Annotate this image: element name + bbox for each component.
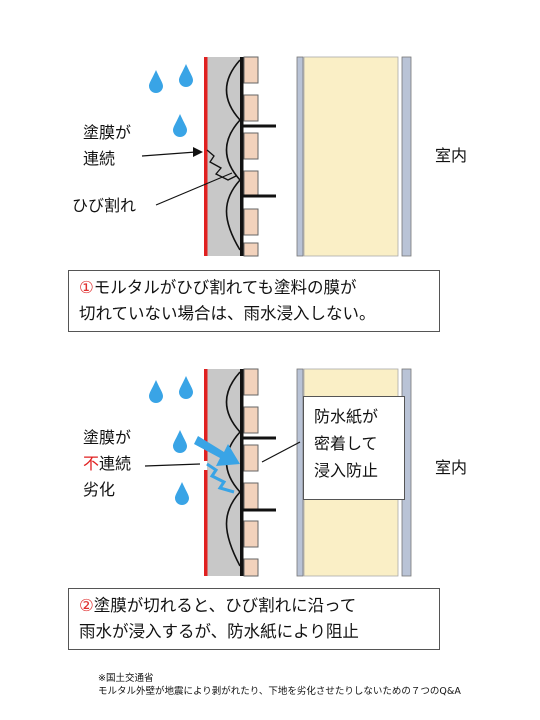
label-continuous: 連続 bbox=[83, 149, 116, 168]
waterproof-paper bbox=[240, 369, 244, 576]
note-line: 浸入防止 bbox=[314, 461, 379, 480]
water-path bbox=[206, 462, 235, 494]
caption-line: 塗膜が切れると、ひび割れに沿って bbox=[93, 596, 357, 615]
water-drop-icon bbox=[173, 114, 187, 137]
leader-coating bbox=[141, 151, 197, 157]
lath-boards bbox=[243, 56, 259, 257]
paint-coating bbox=[204, 470, 208, 576]
label-crack: ひび割れ bbox=[72, 196, 137, 215]
label-deteriorate: 劣化 bbox=[83, 480, 116, 499]
waterproof-note-box: 防水紙が 密着して 浸入防止 bbox=[303, 396, 405, 500]
paint-coating bbox=[204, 57, 208, 256]
caption-number: ② bbox=[79, 596, 94, 615]
footer-title: モルタル外壁が地震により剥がれたり、下地を劣化させたりしないための７つのQ&A bbox=[98, 686, 461, 697]
caption-number: ① bbox=[79, 278, 94, 297]
nails bbox=[240, 124, 276, 198]
water-drop-icon bbox=[179, 376, 193, 399]
water-drop-icon bbox=[175, 482, 189, 505]
arrowhead bbox=[193, 147, 203, 157]
caption-1: ①モルタルがひび割れても塗料の膜が 切れていない場合は、雨水浸入しない。 bbox=[68, 270, 440, 332]
waterproof-paper bbox=[240, 57, 244, 256]
caption-line: 雨水が浸入するが、防水紙により阻止 bbox=[79, 622, 359, 641]
label-coating: 塗膜が bbox=[83, 123, 132, 142]
water-drop-icon bbox=[149, 70, 163, 93]
insulation bbox=[303, 56, 399, 257]
footer-source: ※国土交通省 bbox=[98, 673, 154, 684]
nails bbox=[240, 436, 276, 512]
water-drops bbox=[149, 376, 193, 505]
leader-coating bbox=[144, 463, 201, 467]
diagram-intact-coating: 塗膜が 連続 ひび割れ 室内 ①モルタルがひび割れても塗料の膜が 切れていない場… bbox=[0, 0, 540, 332]
label-room: 室内 bbox=[435, 146, 468, 165]
leader-crack bbox=[155, 172, 233, 206]
water-drop-icon bbox=[179, 64, 193, 87]
lath-wire bbox=[225, 59, 242, 251]
diagram-broken-coating: 塗膜が 不連続 劣化 室内 防水紙が 密着して 浸入防止 ②塗膜が切れると、ひび… bbox=[0, 360, 540, 660]
paint-coating bbox=[204, 369, 208, 461]
water-drop-icon bbox=[149, 380, 163, 403]
interior-wallboard bbox=[401, 56, 412, 257]
source-footer: ※国土交通省 モルタル外壁が地震により剥がれたり、下地を劣化させたりしないための… bbox=[98, 672, 461, 698]
mortar-layer bbox=[207, 369, 240, 576]
label-continuous: 連続 bbox=[99, 454, 132, 473]
inner-board bbox=[296, 56, 304, 257]
note-line: 密着して bbox=[314, 434, 378, 453]
water-drop-icon bbox=[173, 430, 187, 453]
leader-paper bbox=[261, 441, 301, 463]
lath-wire bbox=[225, 371, 242, 567]
label-coating: 塗膜が bbox=[83, 428, 132, 447]
label-dis: 不 bbox=[83, 454, 100, 473]
water-entry-arrow bbox=[194, 436, 240, 466]
label-discontinuous: 不連続 bbox=[83, 452, 131, 476]
wall-cross-section-1 bbox=[141, 56, 412, 257]
label-room: 室内 bbox=[435, 458, 468, 477]
caption-line: 切れていない場合は、雨水浸入しない。 bbox=[79, 304, 376, 323]
lath-boards bbox=[243, 368, 259, 577]
caption-line: モルタルがひび割れても塗料の膜が bbox=[93, 278, 357, 297]
crack-line bbox=[206, 149, 237, 181]
mortar-layer bbox=[207, 57, 240, 256]
water-drops bbox=[149, 64, 193, 137]
note-line: 防水紙が bbox=[314, 407, 379, 426]
caption-2: ②塗膜が切れると、ひび割れに沿って 雨水が浸入するが、防水紙により阻止 bbox=[68, 588, 440, 650]
